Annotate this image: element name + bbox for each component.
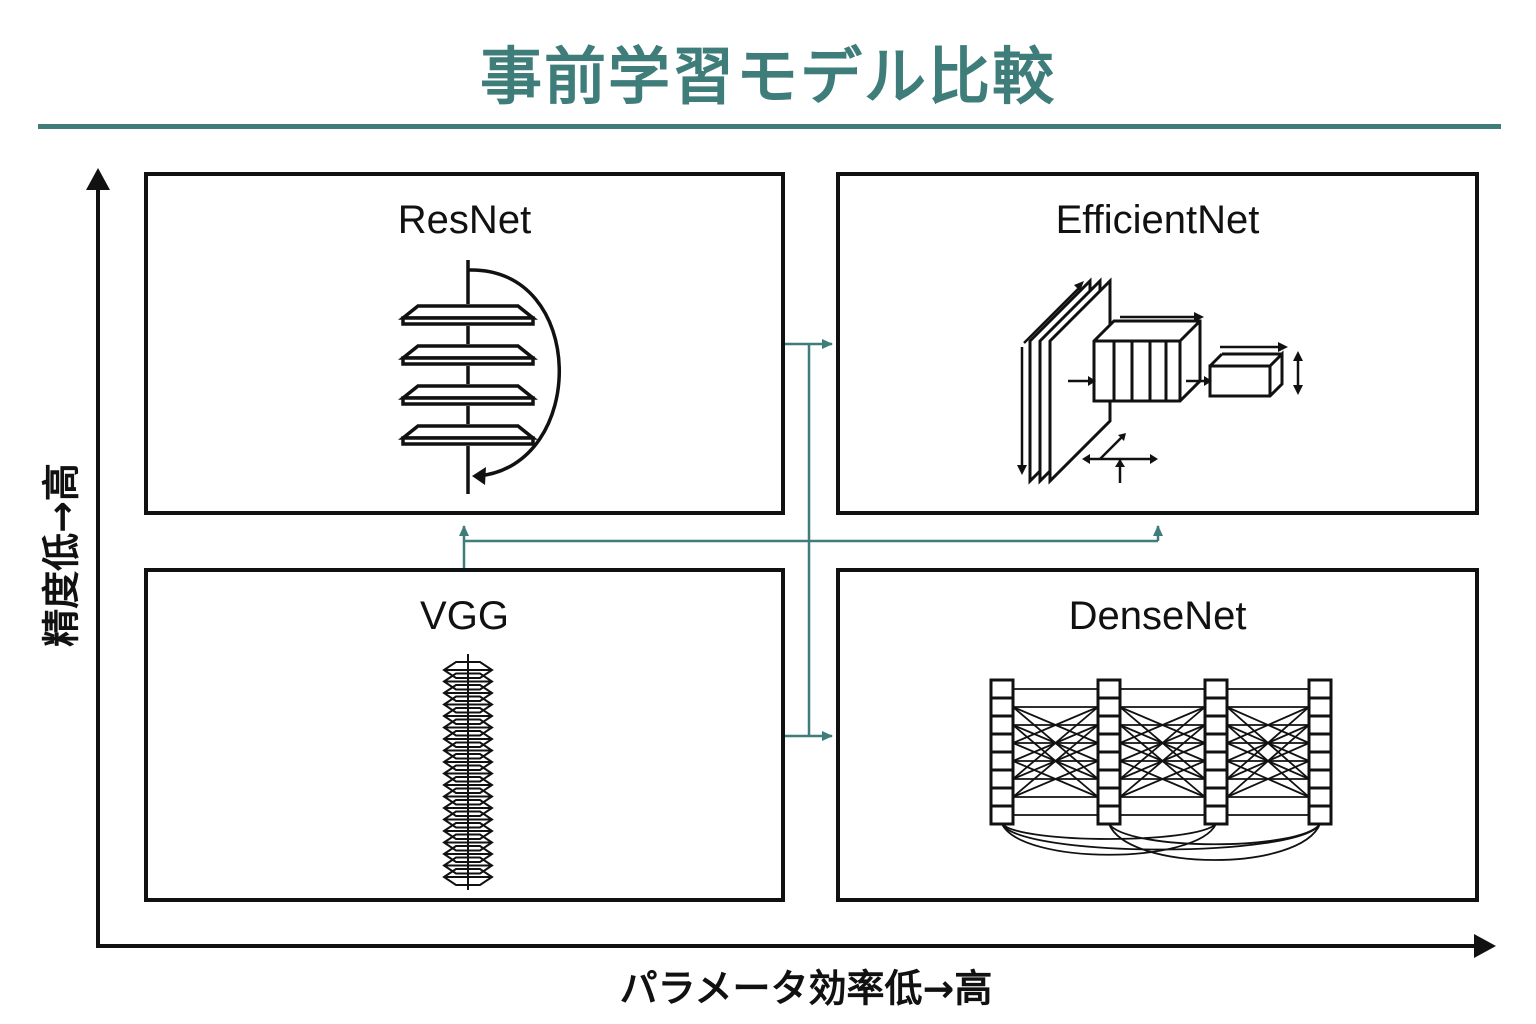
efficientnet-label: EfficientNet [1055, 198, 1260, 242]
residual-block-stack-icon [398, 260, 561, 494]
x-axis-range: 低→高 [884, 966, 993, 1011]
densenet-label: DenseNet [1068, 594, 1247, 638]
dense-connectivity-icon [989, 678, 1333, 861]
y-axis-name: 精度 [39, 570, 84, 647]
deep-layer-stack-icon [442, 654, 494, 890]
vgg-card: VGG [144, 568, 785, 902]
resnet-card: ResNet [144, 172, 785, 515]
x-axis-name: パラメータ効率 [619, 966, 885, 1011]
connector-lines [459, 339, 1163, 741]
compound-scaling-icon [1017, 277, 1303, 485]
efficientnet-card: EfficientNet [836, 172, 1479, 515]
y-axis [86, 168, 110, 946]
title-divider [38, 124, 1501, 129]
x-axis-label: パラメータ効率低→高 [620, 958, 993, 1013]
y-axis-range: 低→高 [39, 463, 84, 571]
y-axis-label: 精度低→高 [31, 463, 86, 647]
page-title: 事前学習モデル比較 [479, 40, 1056, 113]
x-axis [96, 934, 1496, 958]
vgg-label: VGG [420, 594, 509, 638]
densenet-card: DenseNet [836, 568, 1479, 902]
resnet-label: ResNet [397, 198, 532, 242]
